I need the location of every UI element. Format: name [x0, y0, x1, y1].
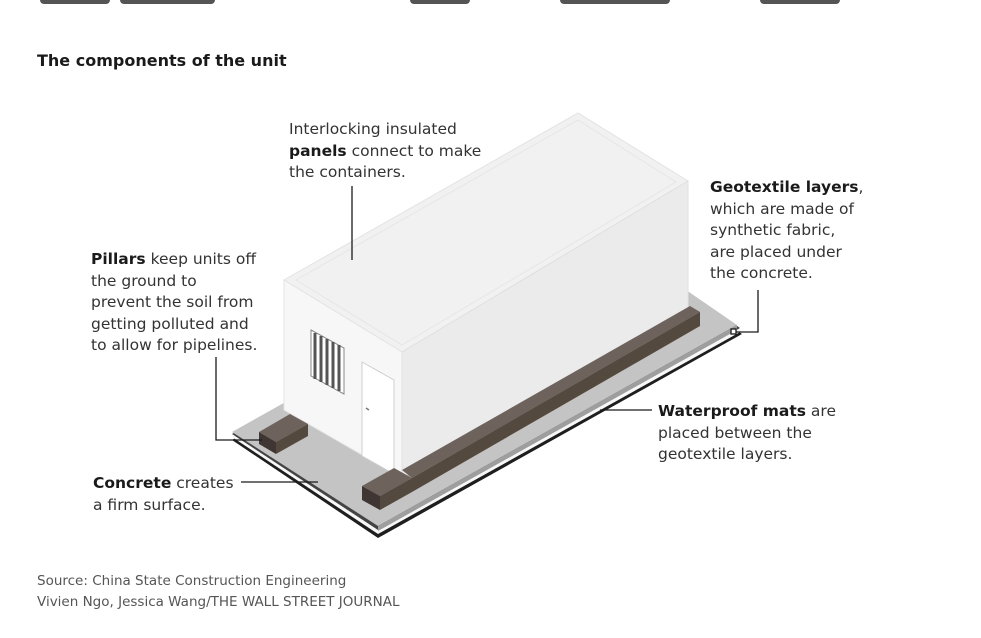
concrete-slab-side [378, 325, 737, 531]
pillar-front-right [362, 468, 412, 496]
container-top-inner-edge [295, 119, 677, 346]
container-door [361, 361, 395, 475]
leader-geotextile [735, 290, 759, 333]
pillar-front-left [259, 414, 308, 442]
label-waterproof: Waterproof mats are placed between the g… [658, 402, 836, 463]
label-concrete: Concrete creates a firm surface. [93, 474, 234, 514]
chart-title: The components of the unit [37, 51, 287, 70]
leader-geotextile-end [730, 328, 737, 335]
cropped-text-strip [0, 0, 981, 10]
source-credit: Source: China State Construction Enginee… [37, 571, 400, 612]
label-geotextile: Geotextile layers, which are made of syn… [710, 178, 864, 282]
leader-lines [215, 186, 759, 483]
source-line: Source: China State Construction Enginee… [37, 573, 347, 589]
leader-pillars [215, 357, 262, 441]
pillar-long-side [402, 306, 700, 478]
pillars [259, 306, 700, 510]
window-vent [310, 329, 345, 395]
label-pillars: Pillars keep units off the ground to pre… [91, 250, 258, 354]
label-panels: Interlocking insulated panels connect to… [289, 120, 482, 181]
credit-line: Vivien Ngo, Jessica Wang/THE WALL STREET… [37, 593, 400, 610]
